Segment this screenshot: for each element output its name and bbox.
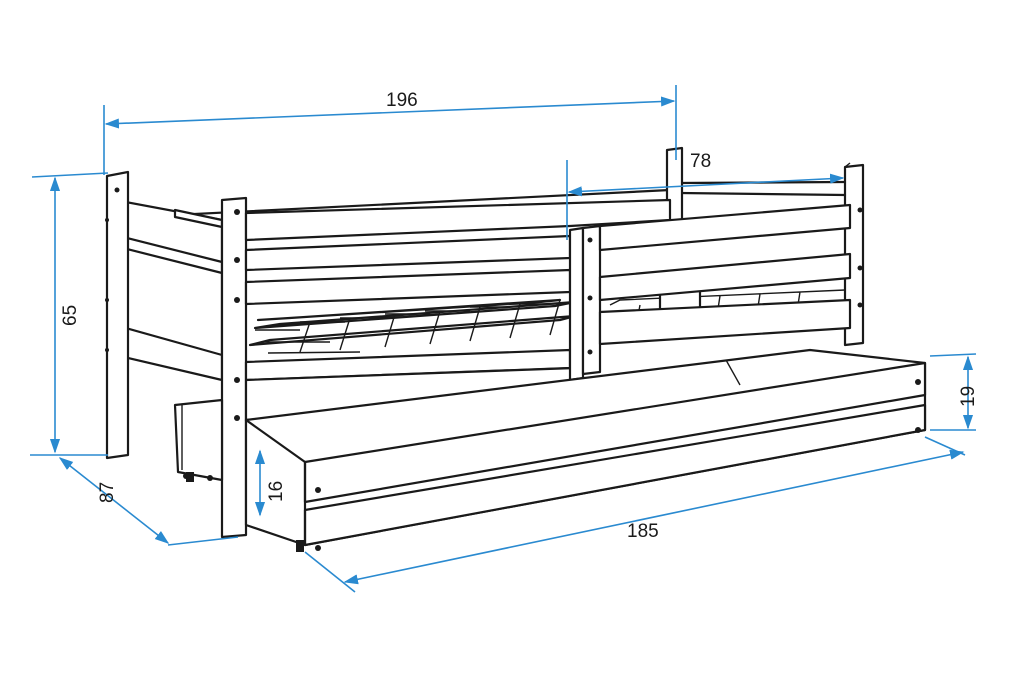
bed-frame <box>105 146 927 552</box>
label-depth-right: 78 <box>690 151 711 172</box>
label-depth-bottom: 87 <box>97 482 118 503</box>
back-drawer <box>173 398 224 482</box>
headboard <box>105 170 224 460</box>
slats <box>248 286 846 354</box>
dimension-lines <box>30 85 977 593</box>
middle-post <box>568 224 602 382</box>
label-drawer-height-front: 16 <box>266 481 287 502</box>
front-left-post <box>220 196 248 539</box>
label-drawer-height-right: 19 <box>958 386 979 407</box>
dimension-labels: 196 78 65 87 19 16 185 <box>60 90 979 542</box>
safety-rail <box>598 203 863 346</box>
label-length-top: 196 <box>386 90 418 111</box>
front-rails-left <box>244 198 672 422</box>
label-height-left: 65 <box>60 305 81 326</box>
label-drawer-length: 185 <box>627 521 659 542</box>
